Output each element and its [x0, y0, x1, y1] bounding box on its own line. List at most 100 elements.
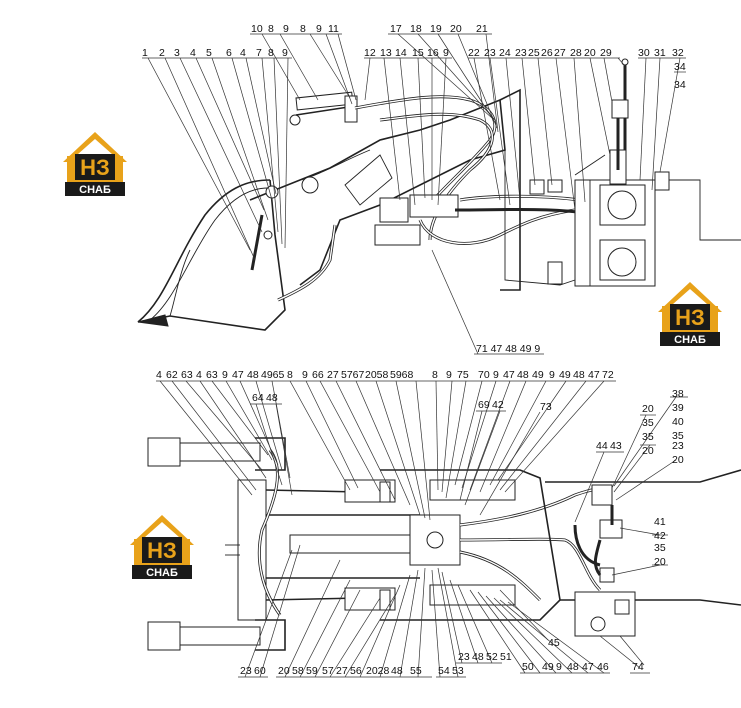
part-label: 3 — [174, 47, 180, 59]
part-label: 11 — [328, 23, 339, 35]
part-label: 22 — [468, 47, 480, 59]
part-label: 20 — [654, 556, 666, 568]
part-label: 8 — [268, 47, 274, 59]
part-label: 9 — [556, 661, 562, 673]
part-label: 70 — [478, 369, 490, 381]
leader-lines — [142, 33, 688, 678]
part-label: 9 — [302, 369, 308, 381]
part-label: 9 — [493, 369, 499, 381]
part-label: 25 — [528, 47, 540, 59]
part-label: 9 — [443, 47, 449, 59]
part-label: 2028 — [366, 665, 390, 677]
part-label: 49 — [532, 369, 544, 381]
part-label: 20 — [278, 665, 290, 677]
part-label: 39 — [672, 402, 684, 414]
part-label: 45 — [548, 637, 560, 649]
part-label: 14 — [395, 47, 407, 59]
logo-letters: НЗ — [675, 305, 705, 330]
part-label: 23 — [672, 440, 684, 452]
part-label: 20 — [642, 445, 654, 457]
part-label: 2058 — [365, 369, 389, 381]
part-label: 28 — [570, 47, 582, 59]
bucket-back — [137, 179, 286, 331]
part-label: 32 — [672, 47, 684, 59]
part-label: 1 — [142, 47, 148, 59]
part-label: 50 — [522, 661, 534, 673]
part-label: 16 — [427, 47, 439, 59]
part-label: 63 — [181, 369, 193, 381]
part-label: 48 — [391, 665, 403, 677]
part-label: 54 — [438, 665, 450, 677]
front-frame — [499, 88, 521, 291]
part-label: 56 — [350, 665, 362, 677]
bottom-labels: 4 62 63 4 63 9 47 48 4965 8 9 66 27 5767… — [156, 369, 684, 677]
boom-pivot — [301, 176, 319, 194]
part-label: 63 — [206, 369, 218, 381]
part-label: 8 — [432, 369, 438, 381]
part-label: 19 — [430, 23, 442, 35]
top-labels: 10 8 9 8 9 11 17 18 19 20 21 1 2 3 4 5 6… — [142, 23, 686, 355]
part-label: 72 — [602, 369, 614, 381]
part-label: 23 — [240, 665, 252, 677]
logo-caption: СНАБ — [674, 334, 706, 346]
part-label: 20 — [450, 23, 462, 35]
part-label: 42 — [492, 399, 504, 411]
logo-caption: СНАБ — [146, 567, 178, 579]
part-label: 60 — [254, 665, 266, 677]
part-label: 9 — [222, 369, 228, 381]
part-label: 18 — [410, 23, 422, 35]
part-label: 23 — [458, 651, 470, 663]
bucket-inner — [149, 187, 269, 321]
part-label: 35 — [654, 542, 666, 554]
part-label: 13 — [380, 47, 392, 59]
fork-lower — [179, 626, 261, 646]
part-label: 27 — [554, 47, 566, 59]
part-label: 58 — [292, 665, 304, 677]
boom-window — [344, 154, 393, 206]
part-label: 29 — [600, 47, 612, 59]
part-label: 48 — [247, 369, 259, 381]
part-label: 35 — [642, 431, 654, 443]
logo-caption: СНАБ — [79, 184, 111, 196]
front-frame-plan — [380, 469, 561, 621]
fork-lower-tip — [147, 621, 181, 651]
part-label: 46 — [597, 661, 609, 673]
part-label: 62 — [166, 369, 178, 381]
logo-letters: НЗ — [147, 538, 177, 563]
part-label: 74 — [632, 661, 644, 673]
part-label: 23 — [484, 47, 496, 59]
part-label: 48 — [573, 369, 585, 381]
part-label: 10 — [251, 23, 263, 35]
part-label: 8 — [300, 23, 306, 35]
part-label: 9 — [549, 369, 555, 381]
boom-arm — [249, 98, 506, 286]
part-label: 59 — [306, 665, 318, 677]
part-label: 34 — [674, 61, 686, 73]
part-label: 47 — [588, 369, 600, 381]
bucket-pivot — [265, 185, 279, 199]
bucket-outline — [137, 179, 271, 323]
part-label: 53 — [452, 665, 464, 677]
part-label: 27 — [327, 369, 339, 381]
part-label: 47 — [232, 369, 244, 381]
part-label: 5 — [206, 47, 212, 59]
part-label: 9 — [446, 369, 452, 381]
part-label: 4 — [190, 47, 196, 59]
part-label: 69 — [478, 399, 490, 411]
part-label: 75 — [457, 369, 469, 381]
part-label: 24 — [499, 47, 511, 59]
part-label: 43 — [610, 440, 622, 452]
part-label: 21 — [476, 23, 488, 35]
part-label: 26 — [541, 47, 553, 59]
part-label: 73 — [540, 401, 552, 413]
control-valve-block — [409, 194, 459, 218]
part-label: 64 — [252, 392, 264, 404]
part-label: 35 — [642, 417, 654, 429]
part-label: 55 — [410, 665, 422, 677]
part-label: 34 — [674, 79, 686, 91]
part-label: 42 — [654, 530, 666, 542]
part-label: 47 — [582, 661, 594, 673]
rear-frame-upper — [545, 469, 741, 483]
bucket-tooth — [137, 314, 169, 327]
part-label: 51 — [500, 651, 512, 663]
